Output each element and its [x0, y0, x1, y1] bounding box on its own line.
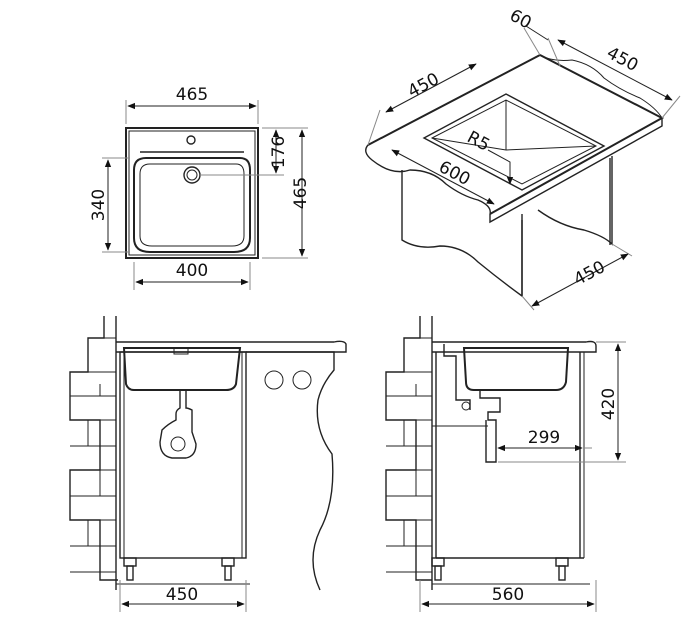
dim-465-right-label: 465 [291, 177, 311, 209]
pipe-outlet-left [264, 370, 284, 390]
dim-line-60 [525, 25, 549, 41]
front-sink-bowl [122, 347, 242, 391]
dim-400-label: 400 [176, 261, 208, 281]
dim-line-450-bowl [385, 63, 477, 113]
dim-600-label: 600 [435, 157, 473, 190]
side-view: 299 420 560 [385, 316, 626, 612]
r5-leader-line [487, 149, 514, 185]
front-cabinet-body [119, 351, 247, 559]
dim-line-600 [391, 149, 495, 205]
front-side-wall [246, 351, 335, 591]
dim-450-bowl-label: 450 [405, 69, 443, 102]
tap-hole [186, 135, 196, 145]
cabinet-front-wave [401, 170, 523, 298]
countertop-top [367, 53, 665, 215]
pipe-outlet-right [292, 370, 312, 390]
sink-plate-inner-outline [128, 130, 256, 256]
bowl-inner-outline [139, 163, 245, 247]
side-brick-wall-outline [385, 316, 432, 581]
side-sink-bowl [462, 347, 570, 391]
brick-wall-outline [69, 316, 118, 581]
dim-340-label: 340 [89, 189, 109, 221]
side-drain-pipe [443, 344, 501, 463]
front-drain-trap [159, 390, 197, 459]
sink-plate-outline [125, 127, 259, 259]
dim-r5-label: R5 [464, 127, 493, 155]
countertop-front-edge [489, 118, 663, 224]
dim-420-label: 420 [599, 388, 619, 420]
drain-hole-inner [186, 169, 198, 181]
dim-560-label: 560 [492, 585, 524, 605]
front-countertop [116, 340, 347, 353]
front-overflow-mark [173, 347, 189, 355]
cabinet-side-wave [521, 156, 613, 296]
side-cabinet-legs [431, 557, 569, 581]
dim-465-top-label: 465 [176, 85, 208, 105]
bowl-outline [133, 157, 251, 253]
dim-450-back-label: 450 [603, 43, 641, 76]
dim-299-label: 299 [528, 428, 560, 448]
front-cabinet-legs [123, 557, 235, 581]
isometric-view: 60 450 450 R5 600 450 [365, 6, 681, 311]
side-countertop [432, 340, 597, 353]
top-view: 465 400 340 176 465 [89, 85, 311, 290]
dim-176-label: 176 [269, 136, 289, 168]
dim-line-450-cabinet [531, 253, 629, 307]
dim-450-cabinet-label: 450 [571, 257, 609, 290]
front-view: 450 [69, 316, 347, 612]
side-brick-wall-courses [386, 337, 432, 573]
brick-wall-courses [70, 337, 116, 573]
dim-450-front-label: 450 [166, 585, 198, 605]
countertop-cut-edge-left [365, 144, 491, 215]
drain-hole [183, 166, 201, 184]
dim-line-450-back [557, 39, 673, 101]
